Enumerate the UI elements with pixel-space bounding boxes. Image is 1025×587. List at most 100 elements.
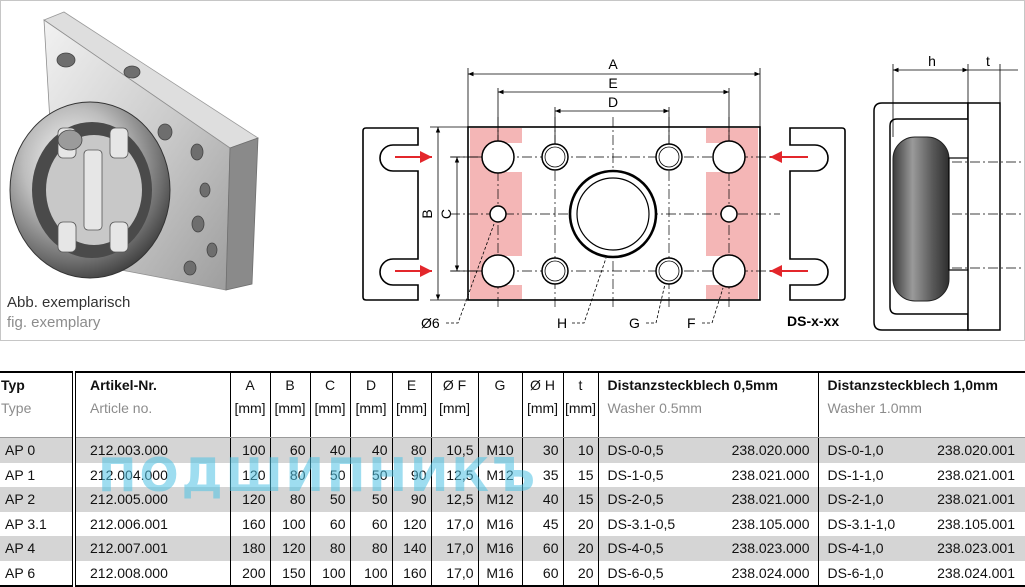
type-cell: AP 3.1 (0, 511, 76, 536)
dim-g-cell: M16 (478, 511, 523, 536)
washer-10-name-cell: DS-1-1,0 (827, 466, 884, 483)
dim-f-cell: 12,5 (431, 462, 479, 487)
washer-10-number-cell: 238.105.001 (937, 515, 1015, 532)
dim-c-cell: 50 (310, 487, 351, 512)
header-unit-d: [mm] (350, 396, 393, 438)
callout-h: H (557, 315, 567, 331)
dim-label-t: t (986, 53, 990, 69)
header-type-en: Type (0, 396, 76, 438)
article-cell: 212.006.001 (74, 511, 231, 536)
article-cell: 212.008.000 (74, 560, 231, 586)
washer-05-name-cell: DS-6-0,5 (607, 564, 664, 581)
washer-left (362, 127, 419, 301)
header-unit-b: [mm] (270, 396, 311, 438)
dim-b-cell: 150 (270, 560, 311, 586)
washer-10-number-cell: 238.024.001 (937, 564, 1015, 581)
dim-c-cell: 50 (310, 462, 351, 487)
header-dim-b: B (270, 372, 311, 396)
header-washer-05-en: Washer 0.5mm (598, 396, 819, 438)
header-dim-g: G (478, 372, 523, 396)
spec-table: Typ Artikel-Nr. A B C D E Ø F G Ø H t Di… (0, 371, 1025, 587)
dim-t-cell: 15 (563, 462, 599, 487)
dim-a-cell: 200 (230, 560, 271, 586)
dim-f-cell: 17,0 (431, 560, 479, 586)
type-cell: AP 4 (0, 536, 76, 561)
hole-f (481, 140, 515, 174)
dim-label-c: C (438, 209, 454, 219)
washer-10-name-cell: DS-2-1,0 (827, 491, 884, 508)
dim-a-cell: 120 (230, 462, 271, 487)
dim-f-cell: 17,0 (431, 536, 479, 561)
dim-e-cell: 80 (392, 437, 432, 463)
type-cell: AP 6 (0, 560, 76, 586)
dim-h-cell: 60 (522, 536, 564, 561)
dim-h-cell: 40 (522, 487, 564, 512)
washer-10-number-cell: 238.020.001 (937, 442, 1015, 459)
bearing-side (892, 136, 950, 302)
callout-bore: Ø6 (421, 315, 440, 331)
header-washer-10: Distanzsteckblech 1,0mm (827, 376, 998, 393)
dim-a-cell: 180 (230, 536, 271, 561)
dim-b-cell: 80 (270, 462, 311, 487)
mounting-plate-outline (467, 126, 761, 301)
dim-e-cell: 120 (392, 511, 432, 536)
dim-g-cell: M16 (478, 536, 523, 561)
washer-05-number-cell: 238.021.000 (700, 487, 819, 512)
dim-e-cell: 90 (392, 487, 432, 512)
dim-t-cell: 20 (563, 560, 599, 586)
article-cell: 212.007.001 (74, 536, 231, 561)
technical-drawing: A E D B C Ø6 H G F DS-x-xx (9, 11, 1022, 331)
dim-a-cell: 100 (230, 437, 271, 463)
washer-05-number-cell: 238.020.000 (700, 437, 819, 463)
dim-h-cell: 35 (522, 462, 564, 487)
article-cell: 212.003.000 (74, 437, 231, 463)
washer-05-name-cell: DS-3.1-0,5 (607, 515, 676, 532)
callout-f: F (687, 315, 696, 331)
header-unit-a: [mm] (230, 396, 271, 438)
dim-label-h: h (928, 53, 936, 69)
dim-g-cell: M10 (478, 437, 523, 463)
dim-f-cell: 17,0 (431, 511, 479, 536)
dim-t-cell: 10 (563, 437, 599, 463)
type-cell: AP 0 (0, 437, 76, 463)
product-photo (9, 11, 259, 291)
header-unit-t: [mm] (563, 396, 599, 438)
dim-t-cell: 15 (563, 487, 599, 512)
article-cell: 212.005.000 (74, 487, 231, 512)
header-row-de: Typ Artikel-Nr. A B C D E Ø F G Ø H t Di… (0, 372, 1025, 396)
washer-label: DS-x-xx (787, 313, 839, 329)
side-view: h t (873, 53, 1022, 331)
dim-c-cell: 100 (310, 560, 351, 586)
photo-caption-en: fig. exemplary (7, 314, 101, 331)
washer-right (789, 127, 846, 301)
dim-b-cell: 100 (270, 511, 311, 536)
dim-c-cell: 80 (310, 536, 351, 561)
header-dim-c: C (310, 372, 351, 396)
header-article-en: Article no. (74, 396, 231, 438)
dim-h-cell: 30 (522, 437, 564, 463)
dim-e-cell: 140 (392, 536, 432, 561)
header-unit-e: [mm] (392, 396, 432, 438)
dim-g-cell: M16 (478, 560, 523, 586)
dim-label-a: A (608, 56, 618, 72)
header-unit-f: [mm] (431, 396, 479, 438)
washer-05-name-cell: DS-2-0,5 (607, 491, 664, 508)
header-article: Artikel-Nr. (74, 372, 231, 396)
dim-c-cell: 60 (310, 511, 351, 536)
plate-side (967, 102, 1001, 331)
header-dim-f: Ø F (431, 372, 479, 396)
dim-d-cell: 50 (350, 462, 393, 487)
dim-g-cell: M12 (478, 462, 523, 487)
article-cell: 212.004.000 (74, 462, 231, 487)
dim-a-cell: 120 (230, 487, 271, 512)
dim-label-d: D (608, 94, 618, 110)
center-bore (568, 169, 658, 259)
dim-e-cell: 160 (392, 560, 432, 586)
dim-b-cell: 120 (270, 536, 311, 561)
header-unit-h: [mm] (522, 396, 564, 438)
